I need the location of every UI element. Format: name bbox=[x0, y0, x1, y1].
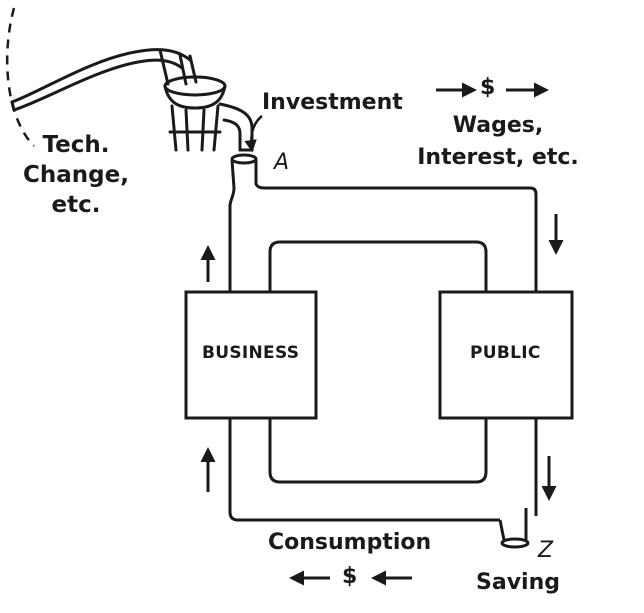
tech-change-line1: Tech. bbox=[42, 132, 110, 158]
consumption-label: Consumption bbox=[268, 530, 432, 555]
inlet-funnel bbox=[228, 153, 267, 207]
point-z-label: Z bbox=[538, 538, 554, 563]
inner-pipe bbox=[268, 240, 488, 484]
money-symbol-top: $ bbox=[480, 75, 496, 100]
public-label: PUBLIC bbox=[470, 343, 541, 363]
dashed-arc bbox=[5, 7, 35, 147]
wages-line2: Interest, etc. bbox=[417, 145, 579, 170]
business-label: BUSINESS bbox=[202, 343, 300, 363]
outlet-pipe bbox=[498, 508, 530, 549]
point-a-label: A bbox=[274, 150, 290, 175]
wages-line1: Wages, bbox=[452, 113, 544, 138]
business-box bbox=[184, 290, 318, 420]
saving-label: Saving bbox=[476, 570, 560, 595]
wages-label: Wages, Interest, etc. bbox=[410, 110, 586, 174]
water-pump-icon bbox=[10, 48, 254, 152]
outer-pipe bbox=[228, 186, 538, 522]
flow-arrows bbox=[200, 82, 564, 586]
tech-change-line2: Change, bbox=[23, 162, 129, 188]
investment-label: Investment bbox=[262, 90, 403, 115]
public-box bbox=[438, 290, 574, 420]
investment-arrow bbox=[244, 115, 263, 153]
tech-change-line3: etc. bbox=[51, 192, 101, 218]
money-symbol-bottom: $ bbox=[342, 564, 358, 589]
tech-change-label: Tech. Change, etc. bbox=[20, 130, 132, 220]
